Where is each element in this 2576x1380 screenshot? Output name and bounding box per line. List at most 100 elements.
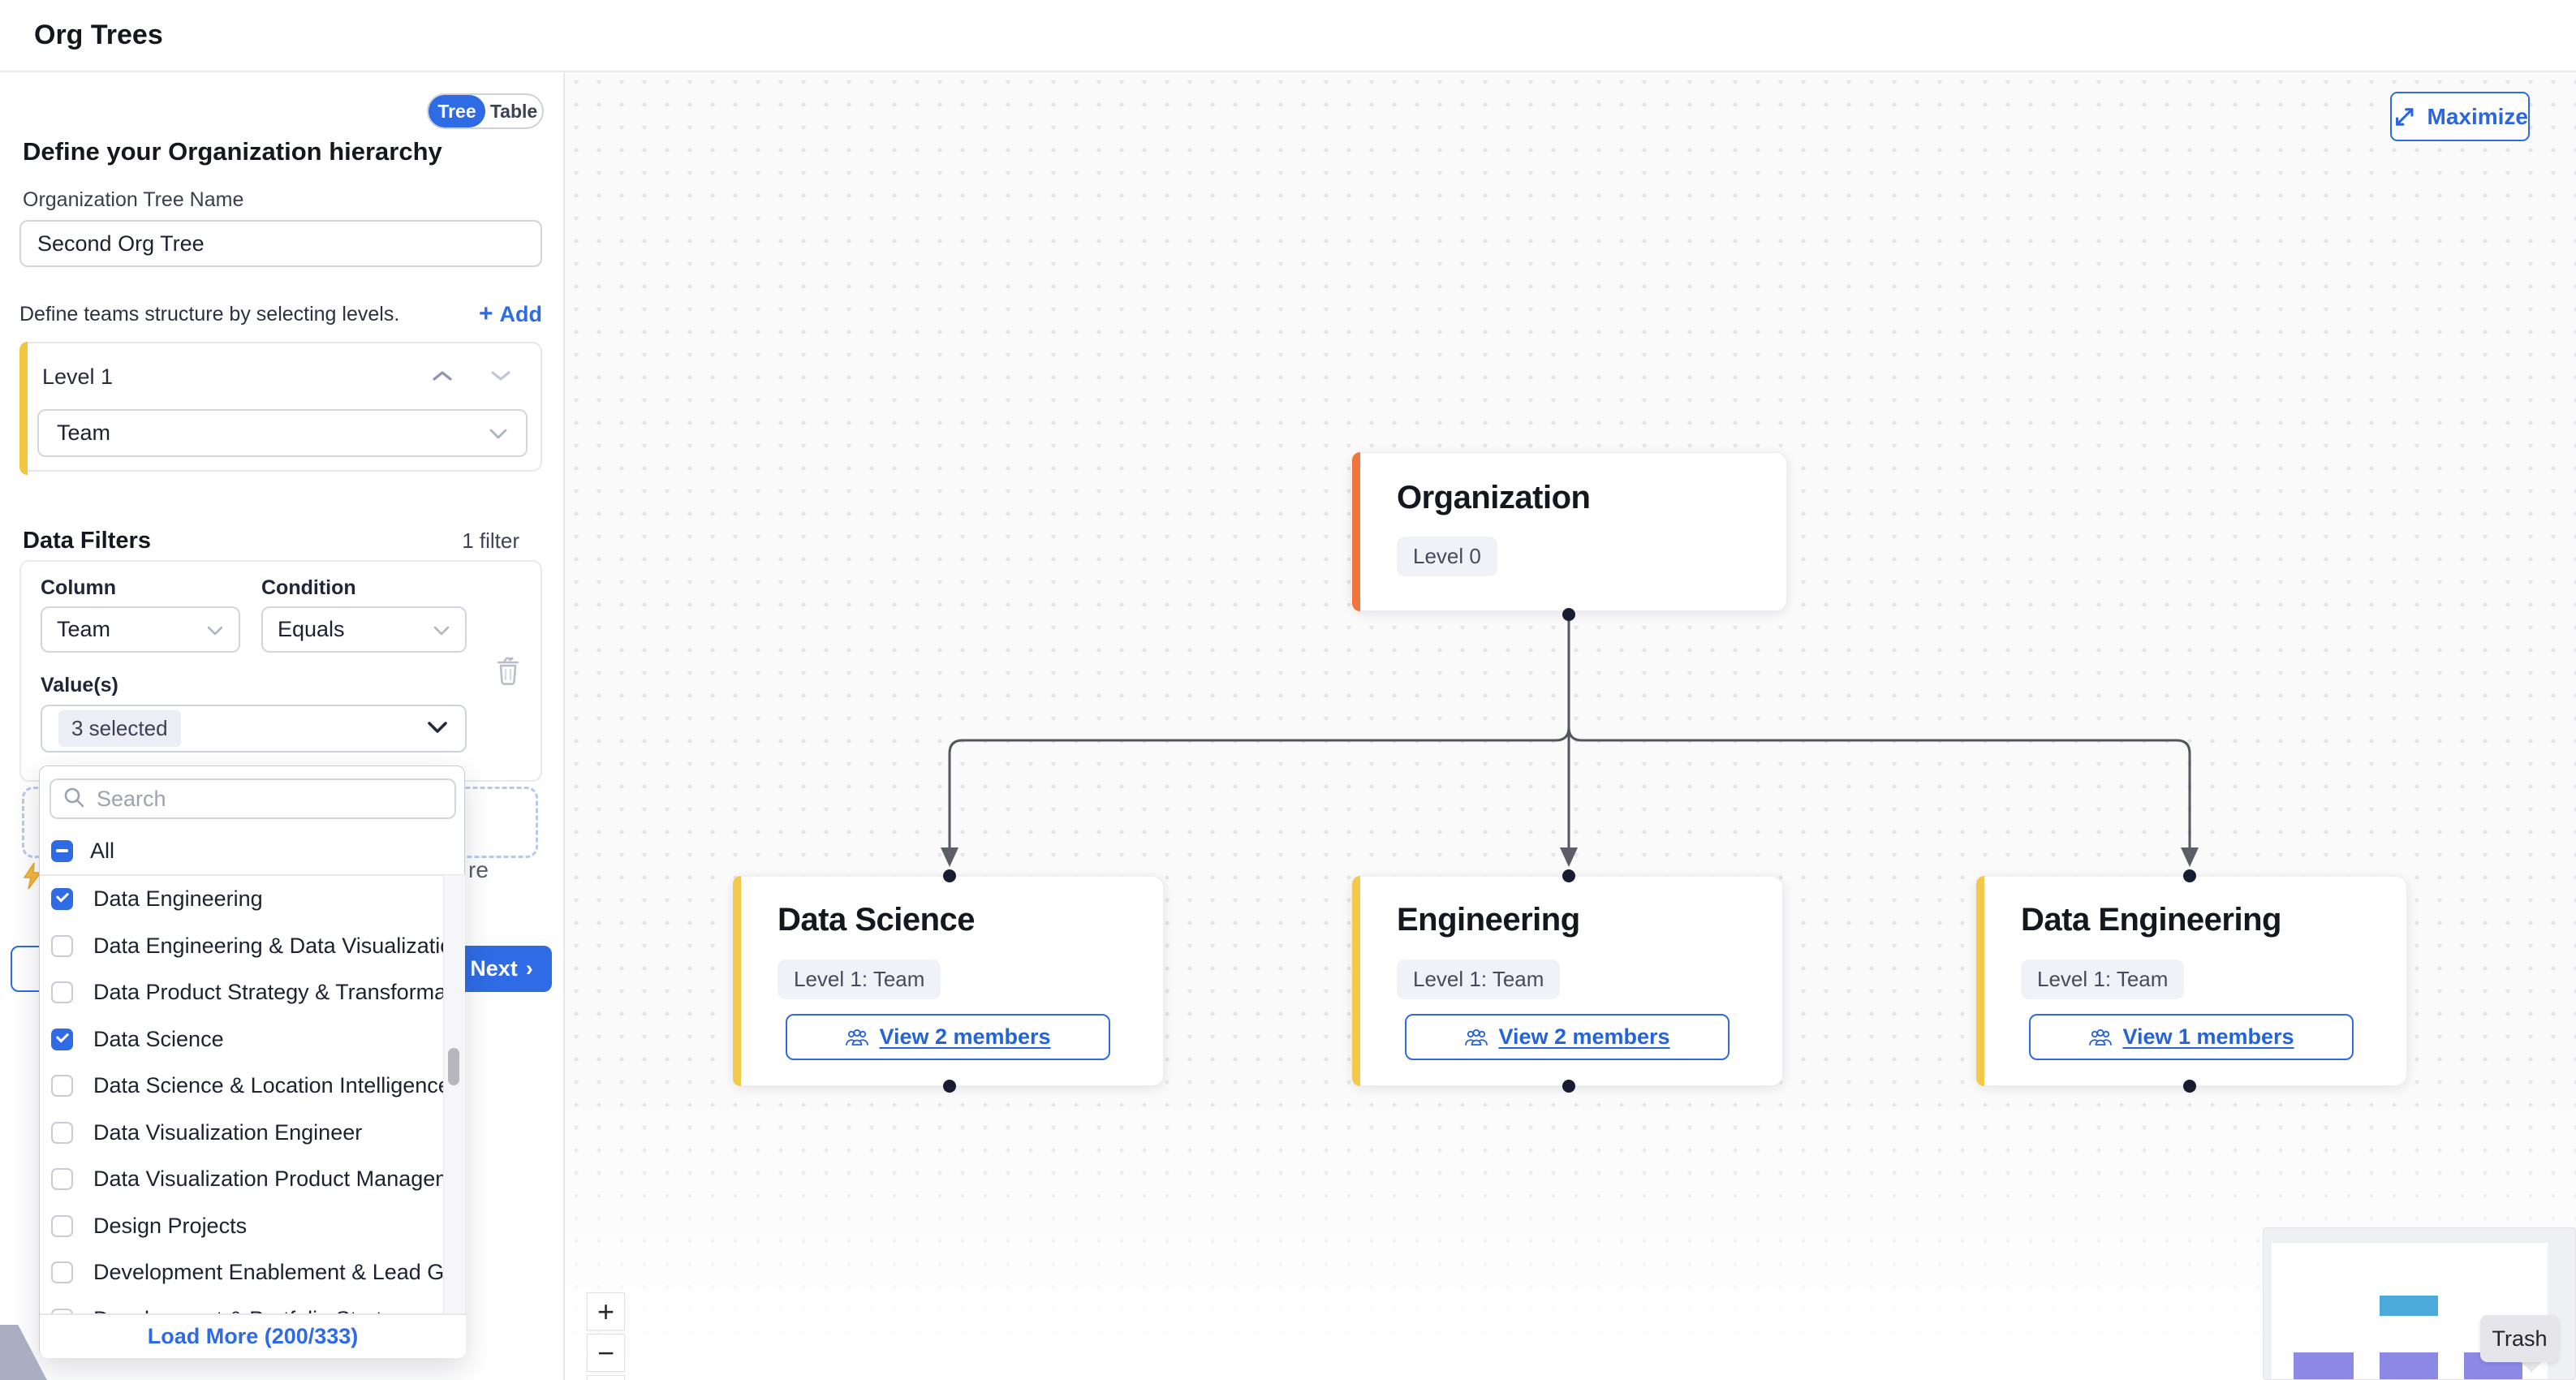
option-label: Data Engineering bbox=[93, 886, 263, 911]
minimap-root-node bbox=[2380, 1296, 2438, 1316]
members-icon bbox=[1465, 1029, 1488, 1046]
option-row[interactable]: Data Science & Location Intelligence bbox=[40, 1062, 443, 1109]
page-title: Org Trees bbox=[34, 19, 163, 50]
fit-view-button[interactable] bbox=[587, 1375, 625, 1380]
node-title: Engineering bbox=[1397, 902, 1580, 938]
tree-name-input[interactable] bbox=[19, 220, 542, 267]
canvas-bottom-fade bbox=[565, 1072, 2576, 1380]
scrollbar-thumb[interactable] bbox=[448, 1048, 459, 1085]
node-title: Data Engineering bbox=[2021, 902, 2281, 938]
values-label: Value(s) bbox=[41, 674, 118, 696]
node-level-badge: Level 1: Team bbox=[2021, 960, 2185, 999]
view-members-button[interactable]: View 1 members bbox=[2029, 1014, 2354, 1060]
option-row[interactable]: Data Engineering bbox=[40, 875, 443, 922]
node-data-science[interactable]: Data Science Level 1: Team View 2 member… bbox=[733, 876, 1164, 1086]
options-list[interactable]: Data Engineering Data Engineering & Data… bbox=[40, 875, 443, 1313]
zoom-in-button[interactable]: + bbox=[587, 1292, 625, 1330]
zoom-out-label: − bbox=[597, 1335, 615, 1369]
checkbox-unchecked[interactable] bbox=[51, 981, 73, 1003]
checkbox-unchecked[interactable] bbox=[51, 1214, 73, 1237]
filter-count: 1 filter bbox=[462, 528, 519, 553]
column-select[interactable]: Team bbox=[41, 606, 240, 653]
condition-label: Condition bbox=[261, 576, 356, 599]
members-icon bbox=[846, 1029, 869, 1046]
toggle-table[interactable]: Table bbox=[489, 100, 538, 122]
checkbox-unchecked[interactable] bbox=[51, 1308, 73, 1313]
delete-filter-button[interactable] bbox=[492, 653, 524, 688]
level-type-select[interactable]: Team bbox=[37, 409, 528, 457]
chevron-down-icon bbox=[433, 617, 450, 642]
option-label: Data Visualization Product Managem... bbox=[93, 1166, 443, 1191]
chevron-up-icon[interactable] bbox=[432, 369, 453, 386]
checkbox-unchecked[interactable] bbox=[51, 1261, 73, 1283]
members-icon bbox=[2089, 1029, 2113, 1046]
chevron-down-icon[interactable] bbox=[490, 369, 511, 386]
maximize-label: Maximize bbox=[2427, 103, 2529, 129]
option-row[interactable]: Data Visualization Engineer bbox=[40, 1109, 443, 1156]
maximize-button[interactable]: Maximize bbox=[2390, 92, 2530, 141]
option-label: Data Engineering & Data Visualization bbox=[93, 933, 443, 958]
option-row[interactable]: Data Product Strategy & Transformat... bbox=[40, 968, 443, 1016]
zoom-in-label: + bbox=[597, 1294, 615, 1328]
node-title: Data Science bbox=[778, 902, 976, 938]
level-title: Level 1 bbox=[42, 364, 114, 389]
condition-select[interactable]: Equals bbox=[261, 606, 467, 653]
dropdown-divider bbox=[40, 874, 466, 876]
option-row[interactable]: Design Projects bbox=[40, 1202, 443, 1249]
chevron-right-icon: › bbox=[525, 956, 533, 981]
checkbox-checked[interactable] bbox=[51, 1028, 73, 1050]
load-more-button[interactable]: Load More (200/333) bbox=[147, 1324, 359, 1348]
plus-icon: + bbox=[478, 300, 493, 327]
node-level-badge: Level 0 bbox=[1397, 537, 1497, 576]
toggle-tree[interactable]: Tree bbox=[429, 95, 485, 127]
levels-hint: Define teams structure by selecting leve… bbox=[19, 302, 400, 326]
select-all-label: All bbox=[90, 839, 115, 863]
level-type-value: Team bbox=[57, 420, 111, 445]
view-members-label: View 1 members bbox=[2122, 1024, 2294, 1049]
values-multiselect[interactable]: 3 selected bbox=[41, 705, 467, 753]
condition-value: Equals bbox=[278, 617, 345, 641]
next-button[interactable]: Next › bbox=[451, 946, 552, 992]
scrollbar-track[interactable] bbox=[443, 875, 465, 1313]
checkbox-checked[interactable] bbox=[51, 887, 73, 910]
data-filters-heading: Data Filters bbox=[23, 528, 151, 554]
option-label: Data Product Strategy & Transformat... bbox=[93, 979, 443, 1004]
dropdown-search[interactable] bbox=[50, 778, 456, 819]
option-row[interactable]: Development Enablement & Lead Ge... bbox=[40, 1248, 443, 1296]
option-label: Design Projects bbox=[93, 1213, 248, 1238]
view-members-button[interactable]: View 2 members bbox=[786, 1014, 1110, 1060]
trash-icon bbox=[497, 657, 519, 685]
select-all-row[interactable]: All bbox=[40, 828, 466, 874]
dropdown-footer: Load More (200/333) bbox=[40, 1313, 466, 1358]
node-accent-bar bbox=[733, 876, 741, 1086]
option-row[interactable]: Data Science bbox=[40, 1016, 443, 1063]
zoom-out-button[interactable]: − bbox=[587, 1334, 625, 1372]
add-level-label: Add bbox=[499, 301, 542, 326]
checkbox-unchecked[interactable] bbox=[51, 1167, 73, 1190]
checkbox-unchecked[interactable] bbox=[51, 1074, 73, 1097]
view-members-label: View 2 members bbox=[879, 1024, 1051, 1049]
node-engineering[interactable]: Engineering Level 1: Team View 2 members bbox=[1352, 876, 1783, 1086]
node-level-badge: Level 1: Team bbox=[1397, 960, 1561, 999]
levels-hint-row: Define teams structure by selecting leve… bbox=[19, 300, 542, 328]
option-row-partial[interactable]: Development & Portfolio Strat... bbox=[40, 1296, 443, 1313]
checkbox-unchecked[interactable] bbox=[51, 1121, 73, 1144]
node-data-engineering[interactable]: Data Engineering Level 1: Team View 1 me… bbox=[1976, 876, 2407, 1086]
select-all-checkbox[interactable] bbox=[51, 840, 73, 862]
option-row[interactable]: Data Visualization Product Managem... bbox=[40, 1155, 443, 1202]
level-accent-bar bbox=[19, 342, 28, 475]
node-title: Organization bbox=[1397, 480, 1591, 515]
trash-tooltip: Trash bbox=[2480, 1315, 2559, 1362]
checkbox-unchecked[interactable] bbox=[51, 934, 73, 957]
minimap-child-node bbox=[2380, 1352, 2438, 1379]
search-input[interactable] bbox=[95, 785, 443, 813]
level-card: Level 1 Team bbox=[19, 342, 542, 475]
node-organization[interactable]: Organization Level 0 bbox=[1352, 452, 1787, 611]
view-members-button[interactable]: View 2 members bbox=[1405, 1014, 1730, 1060]
view-toggle[interactable]: Tree Table bbox=[427, 93, 544, 129]
add-level-button[interactable]: + Add bbox=[479, 302, 542, 327]
option-row[interactable]: Data Engineering & Data Visualization bbox=[40, 922, 443, 969]
option-label: Data Visualization Engineer bbox=[93, 1119, 363, 1145]
expand-icon bbox=[2395, 107, 2414, 126]
